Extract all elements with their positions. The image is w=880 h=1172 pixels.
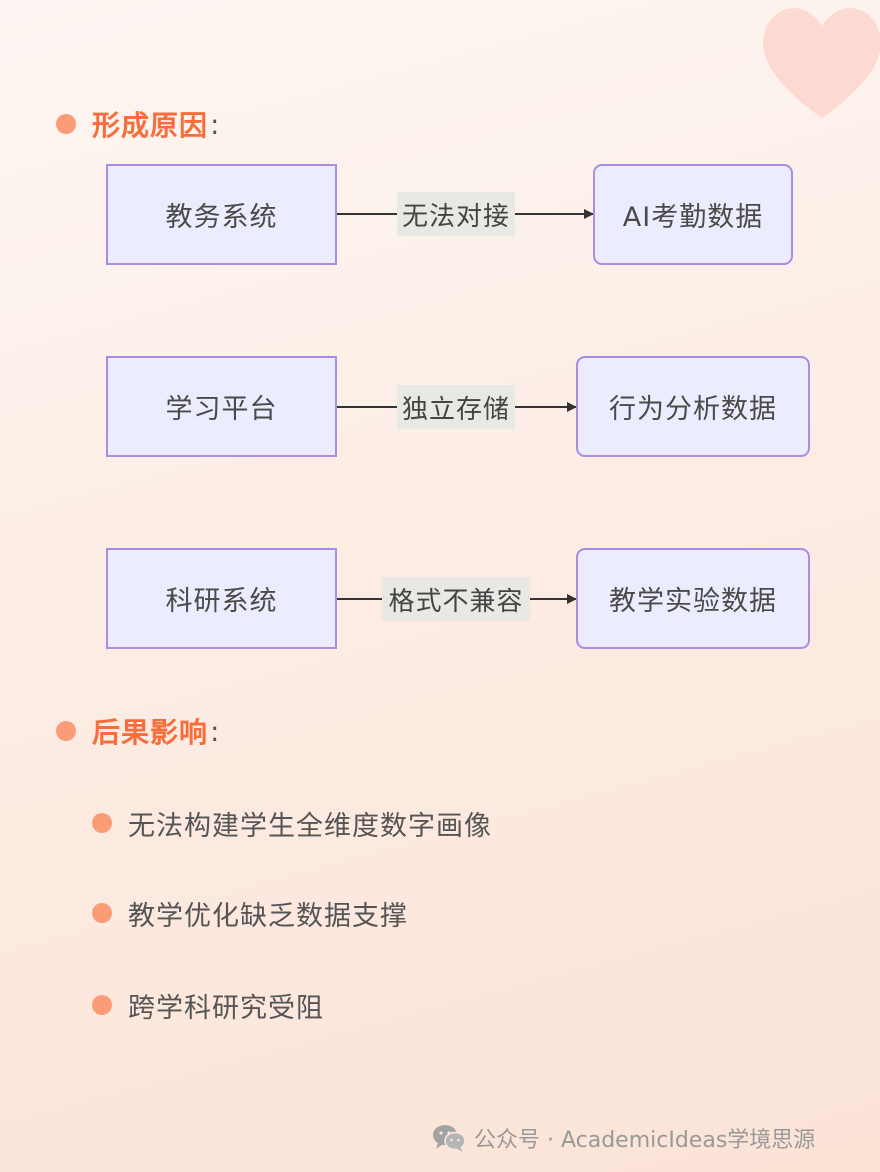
flow-edge-label: 无法对接 xyxy=(397,192,515,236)
causes-heading: 形成原因 : xyxy=(56,104,219,144)
footer-text: 公众号 · AcademicIdeas学境思源 xyxy=(474,1128,816,1153)
flow-target-node: 行为分析数据 xyxy=(576,356,810,457)
flow-source-node: 教务系统 xyxy=(106,164,337,265)
footer: 公众号 · AcademicIdeas学境思源 xyxy=(432,1122,815,1154)
flow-edge-label: 独立存储 xyxy=(397,385,515,429)
list-item-text: 跨学科研究受阻 xyxy=(128,992,324,1024)
heart-icon xyxy=(763,8,880,118)
list-item: 无法构建学生全维度数字画像 xyxy=(92,803,492,843)
flow-target-node: AI考勤数据 xyxy=(593,164,793,265)
bullet-dot xyxy=(92,903,112,923)
list-item-text: 无法构建学生全维度数字画像 xyxy=(128,810,492,842)
causes-colon: : xyxy=(210,107,220,141)
effects-colon: : xyxy=(210,714,220,748)
bullet-dot xyxy=(56,721,76,741)
list-item: 跨学科研究受阻 xyxy=(92,985,324,1025)
causes-title: 形成原因 xyxy=(92,109,209,142)
effects-heading: 后果影响 : xyxy=(56,711,219,751)
flow-source-node: 学习平台 xyxy=(106,356,337,457)
bullet-dot xyxy=(56,114,76,134)
list-item-text: 教学优化缺乏数据支撑 xyxy=(128,900,408,932)
bullet-dot xyxy=(92,813,112,833)
flow-target-node: 教学实验数据 xyxy=(576,548,810,649)
flow-edge-label: 格式不兼容 xyxy=(382,577,530,621)
effects-title: 后果影响 xyxy=(92,716,209,749)
list-item: 教学优化缺乏数据支撑 xyxy=(92,893,408,933)
flow-source-node: 科研系统 xyxy=(106,548,337,649)
bullet-dot xyxy=(92,995,112,1015)
wechat-icon xyxy=(433,1125,466,1152)
